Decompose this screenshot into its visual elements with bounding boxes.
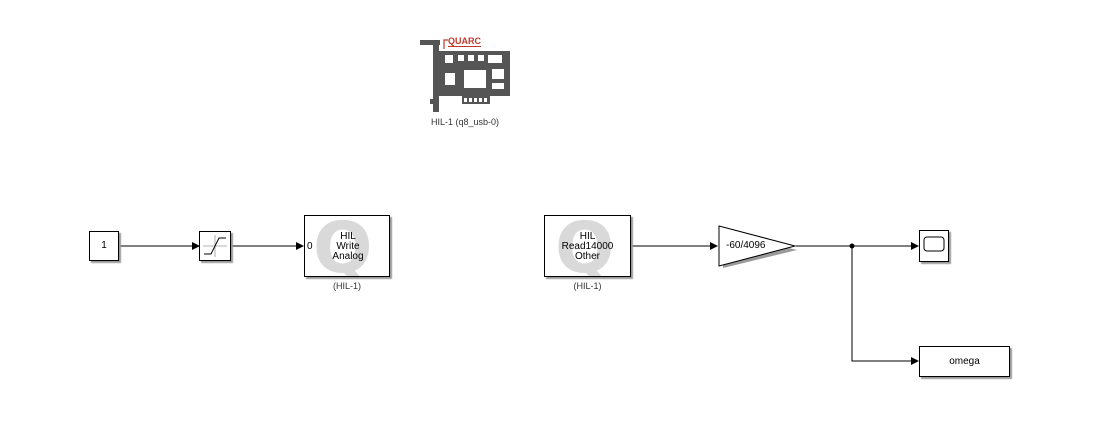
quarc-brand-label: QUARC <box>448 36 481 47</box>
saturation-icon <box>203 235 227 257</box>
constant-block[interactable]: 1 <box>89 231 119 261</box>
quarc-watermark-icon: Q <box>555 215 615 277</box>
hil-read-line1: HIL <box>579 231 596 242</box>
hil-read-other-block[interactable]: Q HIL Read14000 Other <box>544 215 631 277</box>
hil-write-caption: (HIL-1) <box>332 281 361 291</box>
hil-write-line2: Write <box>336 241 360 252</box>
hil-write-line3: Analog <box>332 251 364 262</box>
scope-icon <box>923 236 945 252</box>
hil-read-text: HIL Read14000 Other <box>545 232 630 262</box>
quarc-watermark-icon: Q <box>313 215 373 277</box>
scope-block[interactable] <box>919 230 949 262</box>
hil-read-caption: (HIL-1) <box>573 281 602 291</box>
gain-triangle <box>718 225 797 268</box>
gain-value: -60/4096 <box>726 240 766 251</box>
hil-write-port-label: 0 <box>307 241 313 252</box>
branch-point <box>849 243 855 249</box>
hil-write-text: HIL Write Analog <box>305 231 389 262</box>
saturation-block[interactable] <box>199 231 231 261</box>
signal-line-branch-to-omega[interactable] <box>851 246 919 365</box>
hil-initialize-block[interactable]: QUARC <box>418 37 512 115</box>
hil-write-analog-block[interactable]: Q HIL Write Analog 0 <box>304 215 390 277</box>
pci-card-icon <box>420 39 510 112</box>
hil-read-line3: Other <box>574 251 600 262</box>
to-workspace-variable: omega <box>949 355 980 367</box>
hil-write-line1: HIL <box>340 231 356 242</box>
to-workspace-block[interactable]: omega <box>919 346 1010 377</box>
hil-read-line2: Read14000 <box>561 241 614 252</box>
hil-initialize-caption: HIL-1 (q8_usb-0) <box>430 117 500 127</box>
gain-block[interactable]: -60/4096 <box>718 225 798 269</box>
constant-value: 1 <box>101 240 107 251</box>
